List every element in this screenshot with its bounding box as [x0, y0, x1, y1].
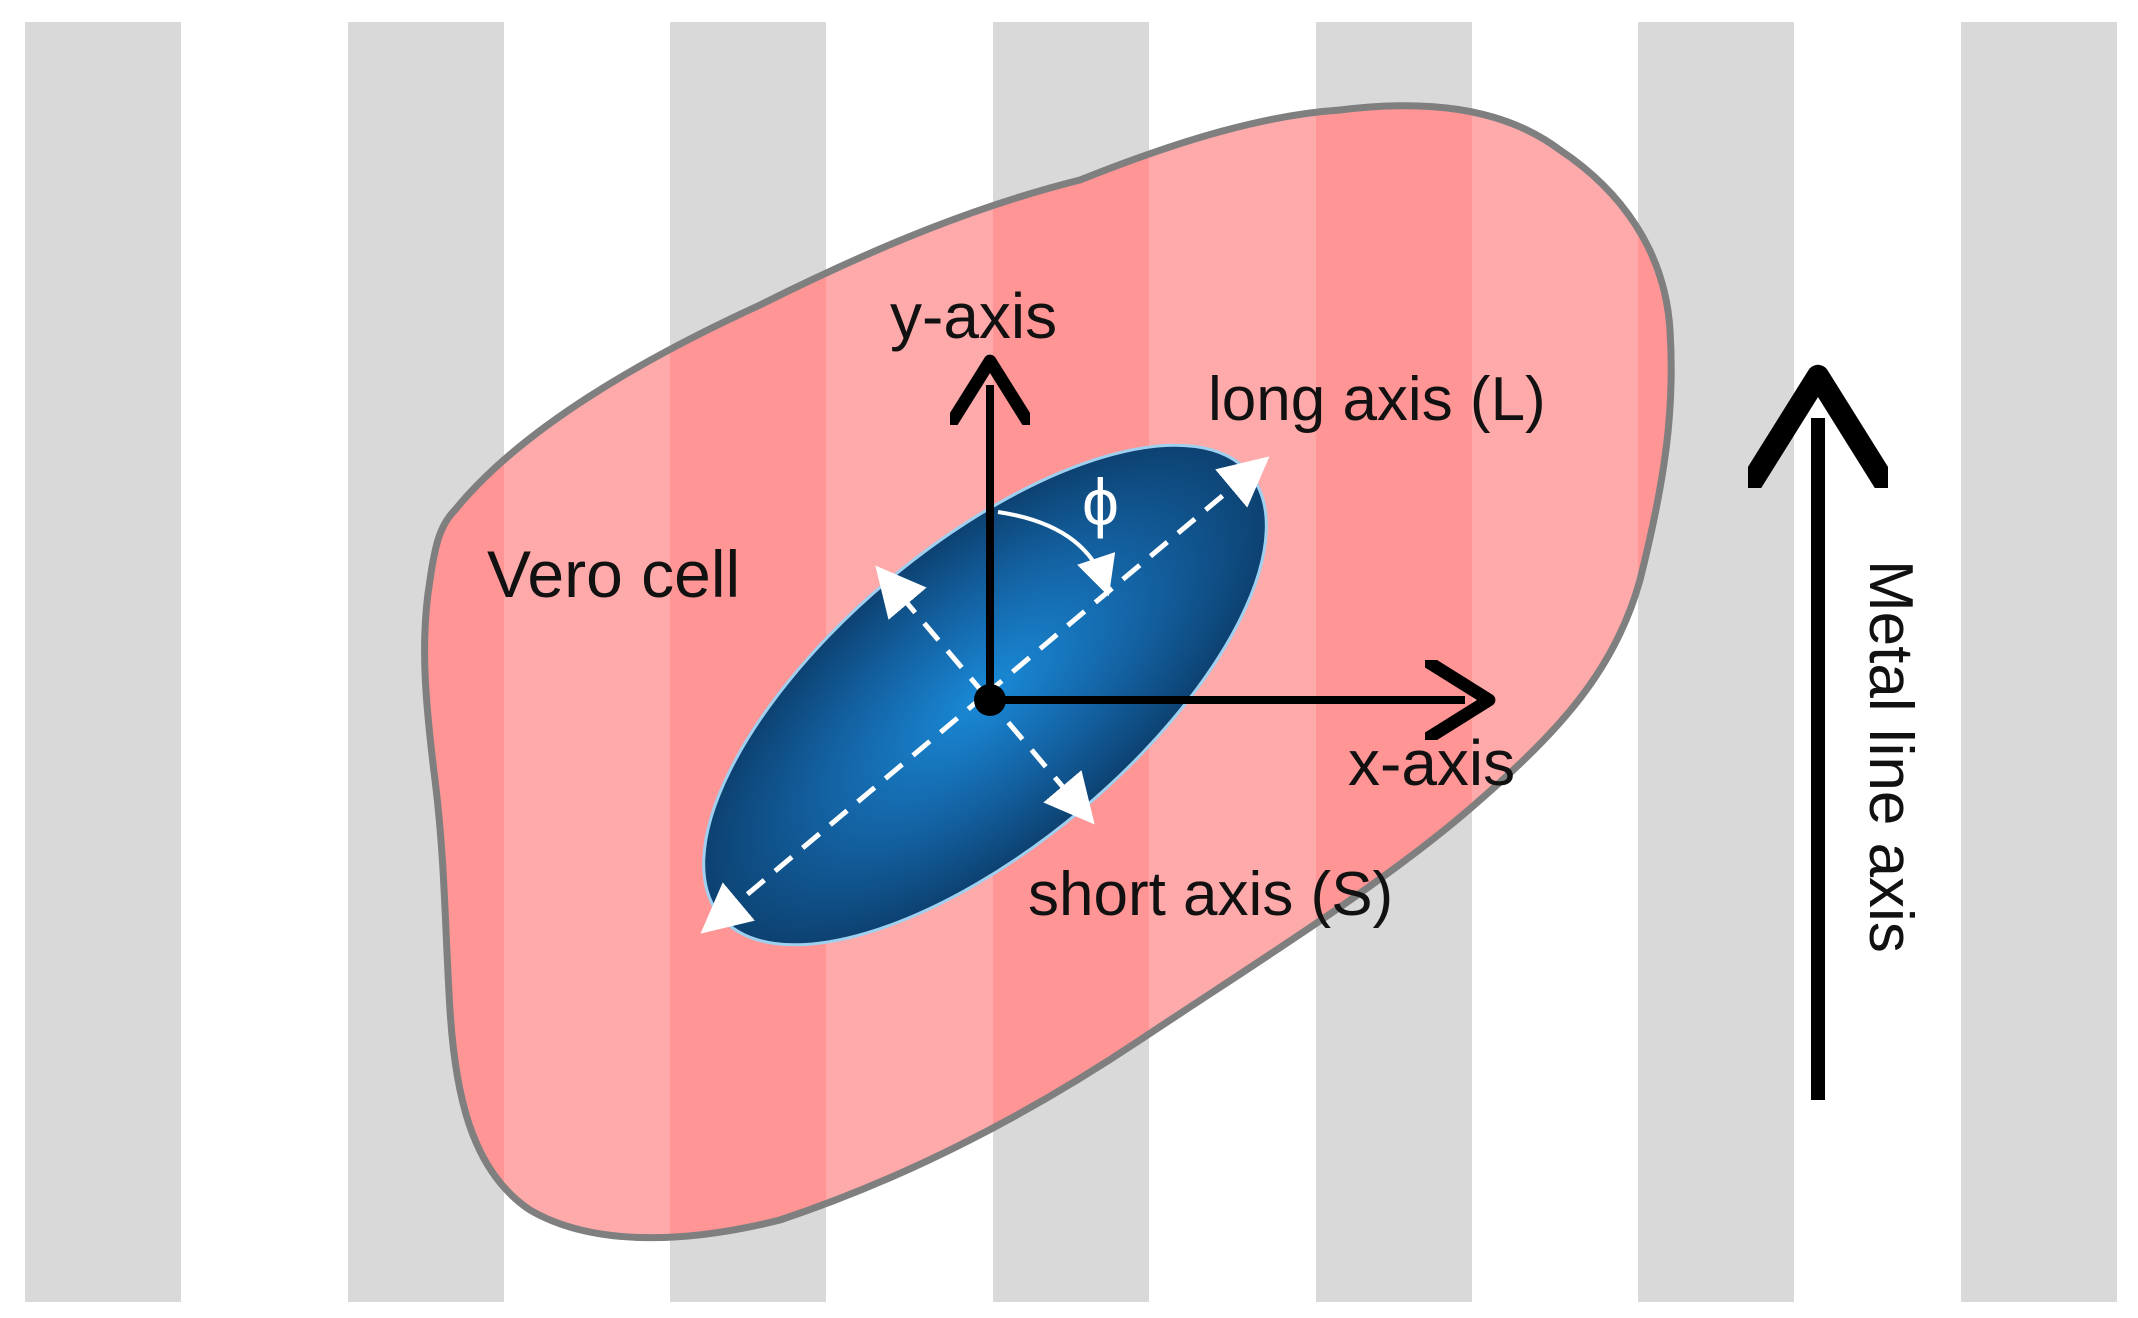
coordinate-axes [974, 385, 1465, 716]
x-axis-label: x-axis [1348, 727, 1515, 799]
short-axis-label: short axis (S) [1028, 860, 1393, 929]
long-axis-line [983, 456, 1270, 697]
long-axis-label: long axis (L) [1208, 365, 1546, 434]
short-axis-line [875, 565, 987, 697]
metal-line [1961, 22, 2117, 1302]
y-axis-label: y-axis [890, 280, 1057, 352]
origin-point [974, 684, 1006, 716]
nucleus-axes [700, 456, 1270, 934]
cell-outline [421, 102, 1675, 1242]
short-axis-line [983, 693, 1095, 825]
metal-line-axis-label: Metal line axis [1856, 560, 1925, 953]
cell-label: Vero cell [487, 537, 740, 611]
metal-line [25, 22, 181, 1302]
metal-line [1638, 22, 1794, 1302]
long-axis-line [700, 693, 987, 934]
angle-label: ϕ [1082, 465, 1119, 539]
angle-arc [997, 510, 1116, 597]
